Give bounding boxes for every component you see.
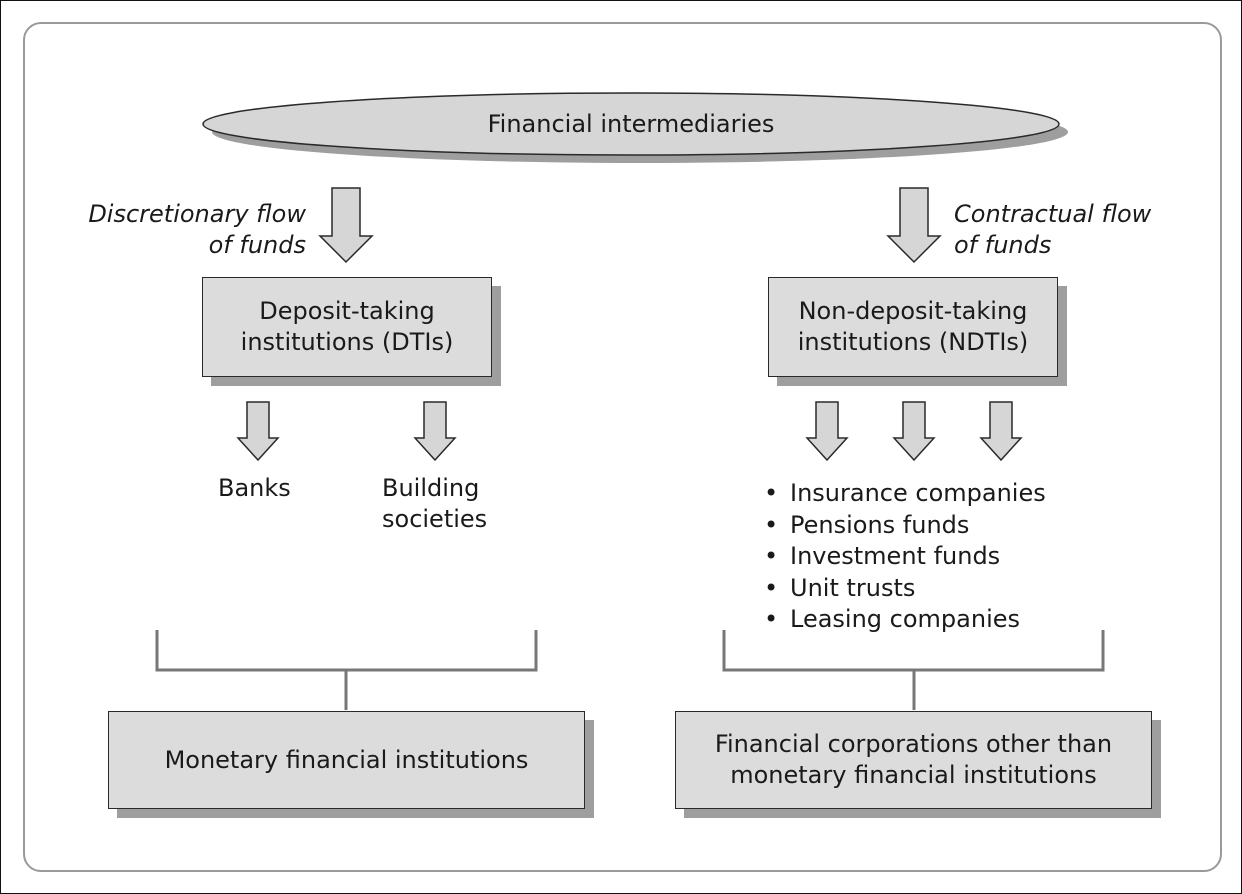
contractual-flow-line-1: Contractual flow [954,200,1152,228]
discretionary-flow-line-1: Discretionary flow [88,200,306,228]
building-societies-line-2: societies [382,505,488,533]
mfi-box: Monetary financial institutions [108,711,585,809]
banks-label: Banks [218,474,291,502]
ndti-box: Non-deposit-taking institutions (NDTIs) [768,277,1058,377]
discretionary-flow-label: Discretionary flow of funds [60,199,306,261]
other-financial-corporations-box: Financial corporations other than moneta… [675,711,1152,809]
title-ellipse [202,92,1060,156]
ndti-arrow-2-icon [892,401,936,462]
list-item: Insurance companies [764,478,1046,510]
title-label: Financial intermediaries [487,110,775,138]
building-societies-label: Building societies [382,473,487,535]
ndti-items-list: Insurance companies Pensions funds Inves… [764,478,1046,636]
discretionary-flow-line-2: of funds [208,231,306,259]
ndti-arrow-3-icon [979,401,1023,462]
list-item: Unit trusts [764,573,1046,605]
list-item: Leasing companies [764,604,1046,636]
ndti-arrow-1-icon [805,401,849,462]
dti-line-1: Deposit-taking [259,297,435,325]
contractual-arrow-icon [886,187,942,264]
contractual-flow-line-2: of funds [954,231,1052,259]
dti-box: Deposit-taking institutions (DTIs) [202,277,492,377]
contractual-flow-label: Contractual flow of funds [954,199,1214,261]
left-bracket [155,630,538,710]
ndti-line-1: Non-deposit-taking [798,297,1028,325]
dti-line-2: institutions (DTIs) [240,328,454,356]
building-societies-arrow-icon [413,401,457,462]
other-line-1: Financial corporations other than [714,730,1113,758]
discretionary-arrow-icon [318,187,374,264]
banks-arrow-icon [236,401,280,462]
right-bracket [722,630,1105,710]
ndti-line-2: institutions (NDTIs) [797,328,1029,356]
list-item: Pensions funds [764,510,1046,542]
list-item: Investment funds [764,541,1046,573]
mfi-label: Monetary financial institutions [164,745,529,774]
other-line-2: monetary financial institutions [730,761,1097,789]
building-societies-line-1: Building [382,474,480,502]
